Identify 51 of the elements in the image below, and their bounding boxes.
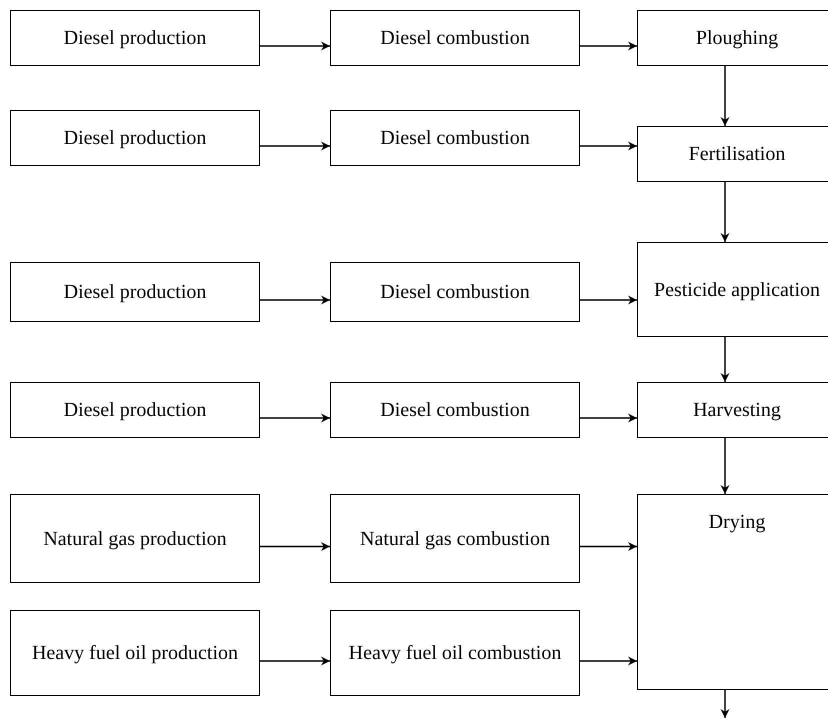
box-label: Diesel combustion <box>380 280 530 305</box>
box-label: Natural gas combustion <box>360 526 550 552</box>
process-box <box>637 10 828 66</box>
process-box <box>637 494 828 690</box>
process-box <box>330 494 580 583</box>
arrow <box>580 542 637 551</box>
arrow <box>720 337 730 382</box>
process-box <box>637 242 828 337</box>
process-box <box>10 110 260 166</box>
process-box <box>637 126 828 182</box>
arrow <box>720 438 730 494</box>
box-label: Ploughing <box>696 26 778 51</box>
box-label: Diesel combustion <box>380 398 530 423</box>
arrow <box>580 142 637 150</box>
arrow <box>580 656 637 666</box>
process-box <box>10 10 260 66</box>
box-label: Diesel production <box>64 126 206 151</box>
box-label: Fertilisation <box>688 142 786 167</box>
arrow <box>260 296 330 304</box>
box-label: Diesel combustion <box>380 26 530 51</box>
arrow <box>260 542 330 551</box>
process-box <box>330 110 580 166</box>
process-box <box>330 10 580 66</box>
process-box <box>10 494 260 583</box>
box-label: Diesel production <box>64 26 206 51</box>
arrow <box>580 414 637 422</box>
box-label: Drying <box>708 510 766 535</box>
box-label: Diesel production <box>64 398 206 423</box>
box-label: Diesel production <box>64 280 206 305</box>
box-label: Heavy fuel oil production <box>32 641 238 666</box>
arrow <box>580 296 637 304</box>
arrow <box>720 66 730 126</box>
process-box <box>10 610 260 696</box>
process-box <box>637 382 828 438</box>
box-label: Diesel combustion <box>380 126 530 151</box>
arrow <box>580 42 637 50</box>
arrow <box>720 182 730 242</box>
arrow <box>260 142 330 150</box>
arrow <box>260 42 330 50</box>
box-label: Harvesting <box>693 398 781 423</box>
process-box <box>10 262 260 322</box>
process-box <box>330 610 580 696</box>
arrow <box>260 656 330 666</box>
process-box <box>330 262 580 322</box>
process-box <box>10 382 260 438</box>
box-label: Heavy fuel oil combustion <box>348 641 562 666</box>
box-label: Pesticide application <box>654 278 820 302</box>
process-box <box>330 382 580 438</box>
box-label: Natural gas production <box>43 526 227 552</box>
arrow <box>720 690 730 718</box>
arrow <box>260 414 330 422</box>
